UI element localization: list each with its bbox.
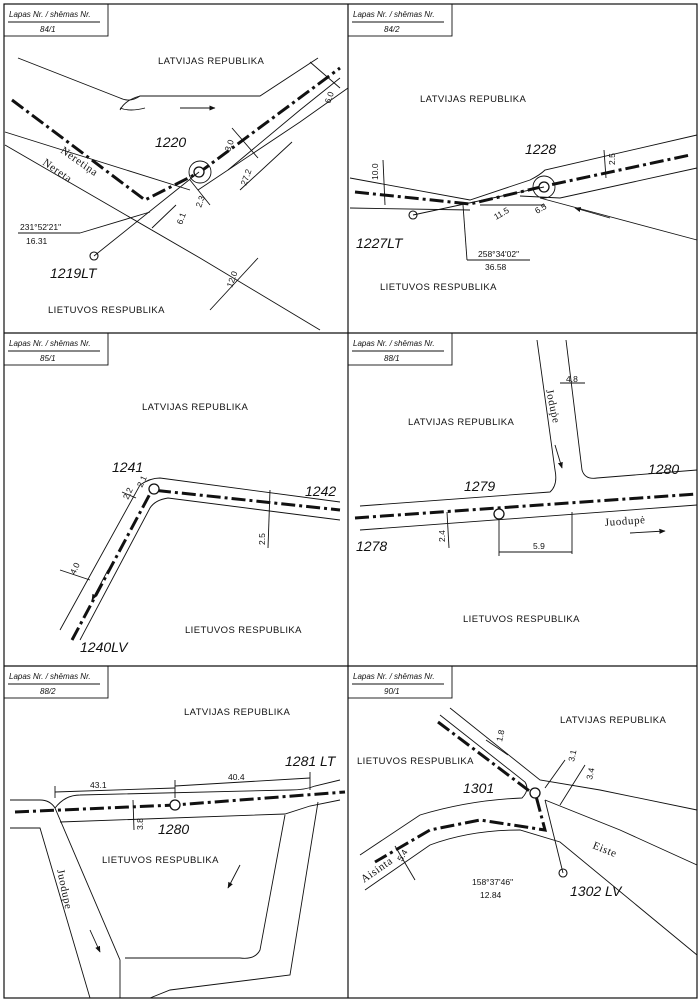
panel-header-box (347, 665, 453, 699)
south-country-label: LIETUVOS RESPUBLIKA (185, 625, 302, 636)
panel-84-2: Lapas Nr. / shēmas Nr. 84/2 LATVIJAS REP… (347, 3, 698, 293)
state-border-line (374, 720, 548, 864)
north-country-label: LATVIJAS REPUBLIKA (158, 56, 265, 67)
north-country-label: LATVIJAS REPUBLIKA (408, 417, 515, 428)
dim-27-2: 27.2 (238, 167, 253, 186)
dim-3-0: 3.0 (222, 138, 236, 153)
dim-40-4: 40.4 (228, 772, 245, 782)
header-label: Lapas Nr. / shēmas Nr. (353, 672, 435, 681)
state-border-line (70, 488, 341, 641)
south-country-label: LIETUVOS RESPUBLIKA (357, 756, 474, 767)
south-country-label: LIETUVOS RESPUBLIKA (380, 282, 497, 293)
point-label-1280: 1280 (648, 461, 679, 477)
sheet-number: 85/1 (40, 354, 56, 363)
dim-12-0: 12.0 (224, 269, 239, 288)
north-country-label: LATVIJAS REPUBLIKA (142, 402, 249, 413)
point-label-1302lv: 1302 LV (570, 883, 623, 899)
point-label-1278: 1278 (356, 538, 387, 554)
panel-header-box (3, 665, 109, 699)
river-label-juodupe: Juodupė (604, 514, 646, 529)
panel-header-box (3, 3, 109, 37)
dim-6-1: 6.1 (174, 211, 188, 226)
dim-6-0: 6.0 (322, 90, 336, 105)
point-1279-marker (493, 508, 505, 520)
panel-90-1: Lapas Nr. / shēmas Nr. 90/1 LATVIJAS REP… (347, 665, 698, 956)
distance-label: 36.58 (485, 262, 507, 272)
bearing-label: 158°37'46" (472, 877, 513, 887)
panel-header-box (347, 332, 453, 366)
point-label-1281lt: 1281 LT (285, 753, 337, 769)
dim-4-0: 4.0 (68, 561, 82, 576)
point-label-1280: 1280 (158, 821, 189, 837)
dim-1-8: 1.8 (494, 729, 506, 743)
point-label-1301: 1301 (463, 780, 494, 796)
panel-84-1: Lapas Nr. / shēmas Nr. 84/1 LATVIJAS REP… (3, 3, 349, 331)
sheet-number: 84/1 (40, 25, 56, 34)
panel-header-box (347, 3, 453, 37)
north-country-label: LATVIJAS REPUBLIKA (560, 715, 667, 726)
point-label-1227lt: 1227LT (356, 235, 404, 251)
header-label: Lapas Nr. / shēmas Nr. (353, 339, 435, 348)
panel-88-1: Lapas Nr. / shēmas Nr. 88/1 LATVIJAS REP… (347, 332, 698, 625)
point-label-1279: 1279 (464, 478, 495, 494)
dim-2-5: 2.5 (607, 153, 617, 165)
panel-85-1: Lapas Nr. / shēmas Nr. 85/1 LATVIJAS REP… (3, 332, 341, 655)
north-country-label: LATVIJAS REPUBLIKA (420, 94, 527, 105)
distance-label: 16.31 (26, 236, 48, 246)
point-1280-marker (169, 799, 181, 811)
north-country-label: LATVIJAS REPUBLIKA (184, 707, 291, 718)
header-label: Lapas Nr. / shēmas Nr. (9, 672, 91, 681)
river-label-juodupe: Juodupe (54, 868, 74, 910)
sheet-number: 88/2 (40, 687, 56, 696)
point-label-1241: 1241 (112, 459, 143, 475)
sheet-number: 90/1 (384, 687, 400, 696)
panel-header-box (3, 332, 109, 366)
distance-label: 12.84 (480, 890, 502, 900)
header-label: Lapas Nr. / shēmas Nr. (9, 339, 91, 348)
south-country-label: LIETUVOS RESPUBLIKA (102, 855, 219, 866)
dim-2-5: 2.5 (257, 533, 267, 545)
header-label: Lapas Nr. / shēmas Nr. (353, 10, 435, 19)
dim-2-1: 2.1 (135, 474, 149, 489)
bearing-label: 231°52'21" (20, 222, 61, 232)
dim-2-4: 2.4 (437, 530, 447, 542)
dim-5-9: 5.9 (533, 541, 545, 551)
point-label-1242: 1242 (305, 483, 336, 499)
dim-3-1: 3.1 (566, 749, 578, 763)
point-1301-marker (529, 787, 541, 799)
dim-10-0: 10.0 (370, 163, 380, 180)
state-border-line (11, 66, 341, 202)
panel-88-2: Lapas Nr. / shēmas Nr. 88/2 LATVIJAS REP… (3, 665, 346, 999)
dim-3-4: 3.4 (584, 767, 596, 781)
south-country-label: LIETUVOS RESPUBLIKA (48, 305, 165, 316)
sheet-number: 88/1 (384, 354, 400, 363)
point-label-1220: 1220 (155, 134, 186, 150)
dim-2-3: 2.3 (193, 194, 207, 209)
state-border-line (354, 153, 691, 206)
state-border-line (354, 492, 698, 520)
dim-43-1: 43.1 (90, 780, 107, 790)
dim-3-8: 3.8 (135, 818, 145, 830)
point-label-1219lt: 1219LT (50, 265, 98, 281)
dim-4-8: 4.8 (566, 374, 578, 384)
dim-2-2: 2.2 (121, 486, 135, 501)
point-1241-marker (148, 483, 160, 495)
sheet-number: 84/2 (384, 25, 400, 34)
point-label-1240lv: 1240LV (80, 639, 129, 655)
dim-11-5: 11.5 (492, 205, 511, 222)
state-border-line (14, 790, 346, 814)
point-label-1228: 1228 (525, 141, 556, 157)
river-label-eiste: Eiste (591, 840, 619, 860)
south-country-label: LIETUVOS RESPUBLIKA (463, 614, 580, 625)
dim-6-5: 6.5 (533, 201, 548, 216)
header-label: Lapas Nr. / shēmas Nr. (9, 10, 91, 19)
bearing-label: 258°34'02" (478, 249, 519, 259)
